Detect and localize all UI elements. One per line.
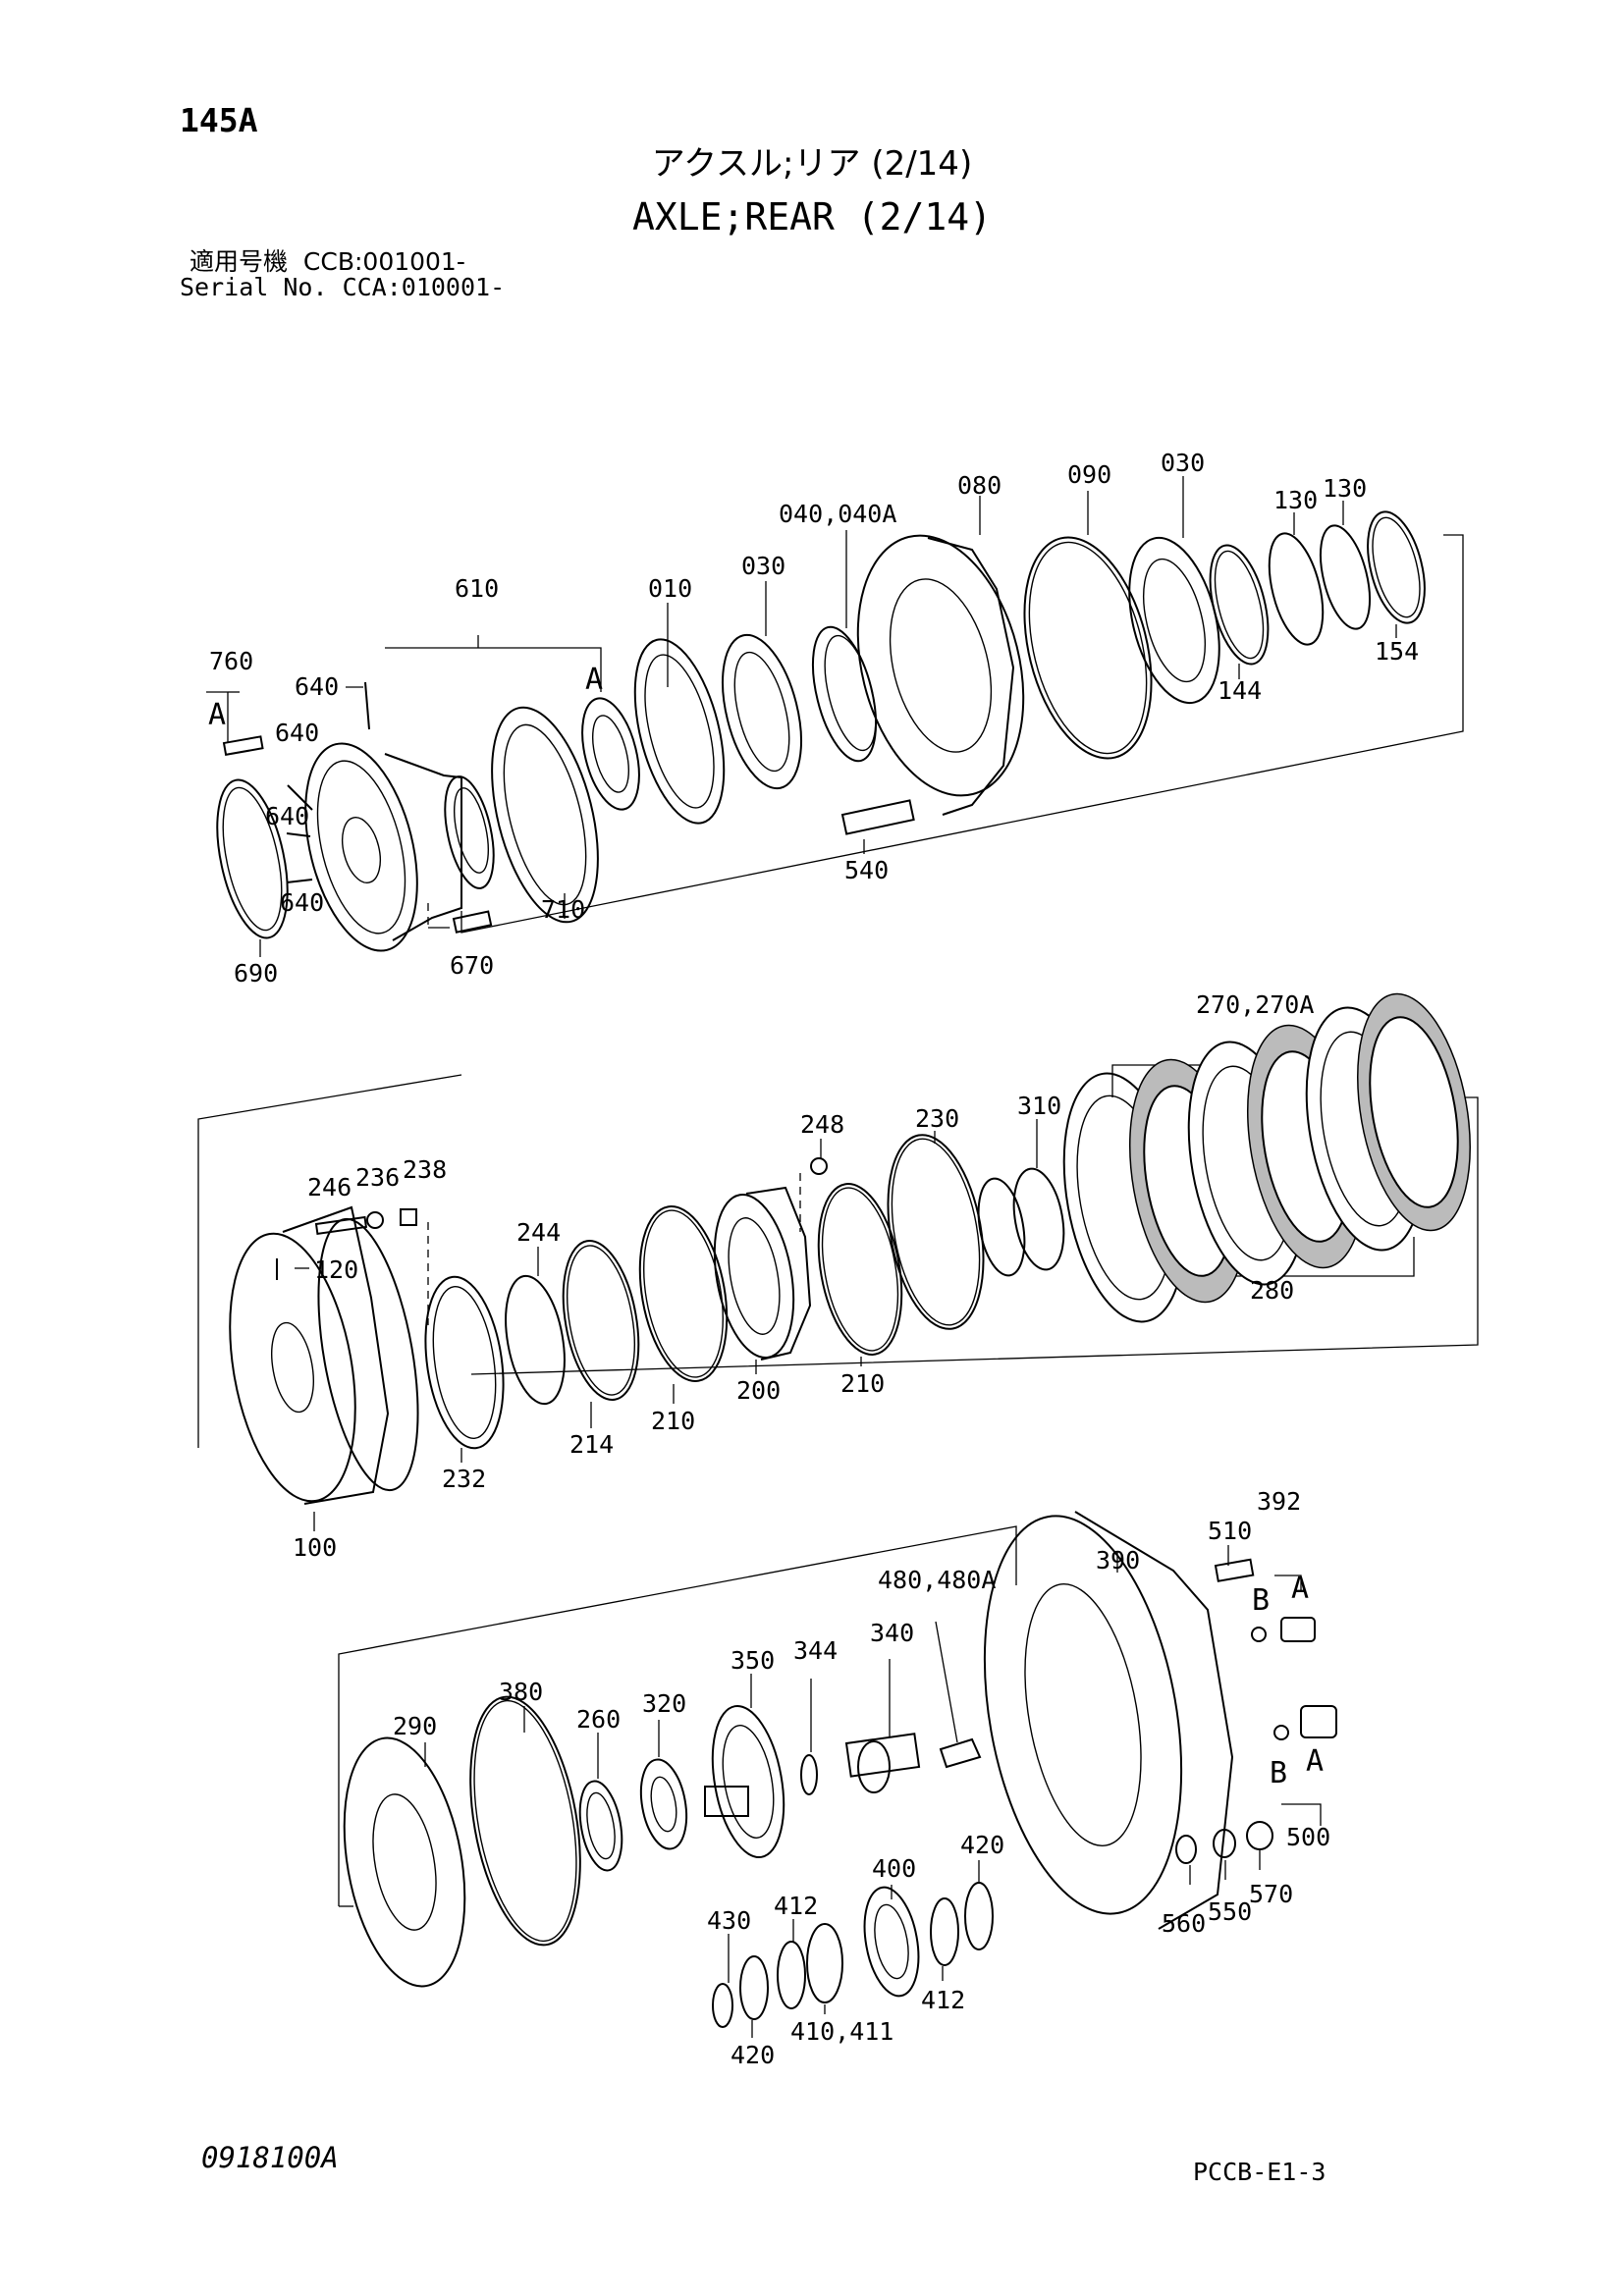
serial-range-cca: CCA:010001- bbox=[342, 273, 506, 301]
part-label: 610 bbox=[455, 574, 499, 603]
part-label: 340 bbox=[870, 1619, 914, 1647]
group-1-part-labels: 760 A 640 640 640 640 610 A 010 030 040,… bbox=[208, 449, 1419, 988]
part-label: 214 bbox=[569, 1430, 614, 1459]
part-label: 236 bbox=[355, 1163, 400, 1192]
part-label: 690 bbox=[234, 959, 278, 988]
diagram-group-3: 290 380 260 320 350 344 340 480,480A 390… bbox=[338, 1487, 1337, 2069]
part-label: 350 bbox=[731, 1646, 775, 1675]
part-label: 280 bbox=[1250, 1276, 1294, 1305]
part-label: 310 bbox=[1017, 1092, 1061, 1120]
part-label: A bbox=[208, 698, 226, 732]
group-3-part-labels: 290 380 260 320 350 344 340 480,480A 390… bbox=[393, 1487, 1330, 2069]
part-label: 390 bbox=[1096, 1546, 1140, 1575]
part-label: 010 bbox=[648, 574, 692, 603]
part-label: 080 bbox=[957, 471, 1001, 500]
page-title-japanese: アクスル;リア (2/14) bbox=[651, 144, 973, 184]
part-label: B bbox=[1252, 1583, 1270, 1618]
part-label: 380 bbox=[499, 1678, 543, 1706]
part-label: A bbox=[1306, 1744, 1324, 1779]
part-label: 640 bbox=[265, 802, 309, 830]
part-label: 238 bbox=[403, 1155, 447, 1184]
part-label: 640 bbox=[280, 888, 324, 917]
part-label: 400 bbox=[872, 1854, 916, 1883]
part-label: 560 bbox=[1162, 1909, 1206, 1938]
diagram-group-2: 246 236 238 120 244 248 230 310 270,270A… bbox=[197, 990, 1479, 1562]
part-label: 130 bbox=[1323, 474, 1367, 503]
group-2-part-labels: 246 236 238 120 244 248 230 310 270,270A… bbox=[293, 990, 1314, 1562]
serial-info-japanese: 適用号機 CCB:001001- bbox=[189, 249, 465, 274]
part-label: 210 bbox=[840, 1369, 885, 1398]
part-label: 130 bbox=[1273, 486, 1318, 514]
part-label: A bbox=[585, 663, 603, 697]
part-label: 640 bbox=[295, 672, 339, 701]
part-label: 232 bbox=[442, 1465, 486, 1493]
drawing-code: 0918100A bbox=[201, 2141, 339, 2174]
part-label: 480,480A bbox=[878, 1566, 996, 1594]
part-label: 100 bbox=[293, 1533, 337, 1562]
part-label: 248 bbox=[800, 1110, 844, 1139]
page-title-english: AXLE;REAR (2/14) bbox=[631, 195, 993, 239]
part-label: 420 bbox=[960, 1831, 1004, 1859]
part-label: 500 bbox=[1286, 1823, 1330, 1851]
part-label: 090 bbox=[1067, 460, 1111, 489]
part-label: 550 bbox=[1208, 1897, 1252, 1926]
part-label: 040,040A bbox=[779, 500, 896, 528]
part-label: 244 bbox=[516, 1218, 561, 1247]
part-label: 246 bbox=[307, 1173, 352, 1201]
part-label: 030 bbox=[1161, 449, 1205, 477]
page-number: 145A bbox=[180, 101, 258, 139]
part-label: 640 bbox=[275, 719, 319, 747]
part-label: 320 bbox=[642, 1689, 686, 1718]
part-label: 412 bbox=[774, 1892, 818, 1920]
part-label: B bbox=[1270, 1756, 1287, 1790]
part-label: 210 bbox=[651, 1407, 695, 1435]
part-label: 120 bbox=[314, 1255, 358, 1284]
part-label: 540 bbox=[844, 856, 889, 884]
diagram-group-1: 760 A 640 640 640 640 610 A 010 030 040,… bbox=[206, 449, 1464, 988]
sheet-reference: PCCB-E1-3 bbox=[1193, 2158, 1326, 2186]
part-label: 260 bbox=[576, 1705, 621, 1734]
part-label: 344 bbox=[793, 1636, 838, 1665]
part-label: 710 bbox=[541, 895, 585, 924]
serial-info-english: Serial No. CCA:010001- bbox=[180, 275, 505, 299]
serial-range-ccb: CCB:001001- bbox=[302, 247, 465, 276]
part-label: 410,411 bbox=[790, 2017, 893, 2046]
part-label: 392 bbox=[1257, 1487, 1301, 1516]
part-label: 230 bbox=[915, 1104, 959, 1133]
serial-label-japanese: 適用号機 bbox=[189, 247, 289, 276]
part-label: 290 bbox=[393, 1712, 437, 1740]
part-label: 030 bbox=[741, 552, 785, 580]
part-label: 270,270A bbox=[1196, 990, 1314, 1019]
serial-label-english: Serial No. bbox=[180, 273, 328, 301]
part-label: A bbox=[1291, 1572, 1309, 1606]
part-label: 670 bbox=[450, 951, 494, 980]
part-label: 430 bbox=[707, 1906, 751, 1935]
part-label: 420 bbox=[731, 2041, 775, 2069]
part-label: 144 bbox=[1218, 676, 1262, 705]
part-label: 760 bbox=[209, 647, 253, 675]
part-label: 412 bbox=[921, 1986, 965, 2014]
part-label: 200 bbox=[736, 1376, 781, 1405]
part-label: 154 bbox=[1375, 637, 1419, 666]
part-label: 510 bbox=[1208, 1517, 1252, 1545]
part-label: 570 bbox=[1249, 1880, 1293, 1908]
